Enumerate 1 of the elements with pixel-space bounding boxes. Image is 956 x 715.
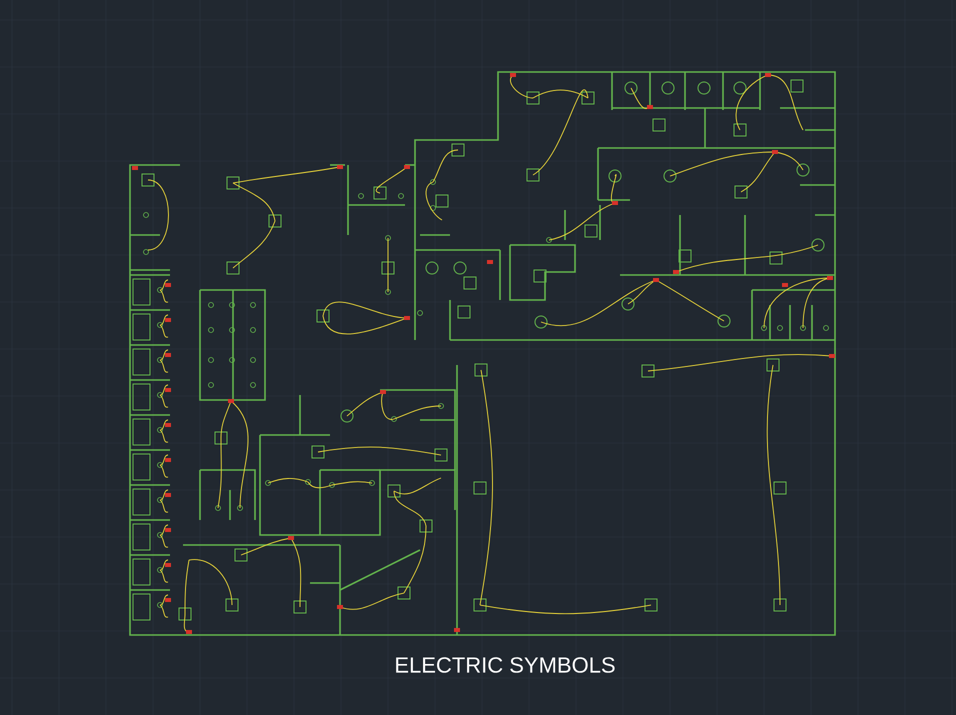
title: ELECTRIC SYMBOLS [396, 657, 615, 673]
